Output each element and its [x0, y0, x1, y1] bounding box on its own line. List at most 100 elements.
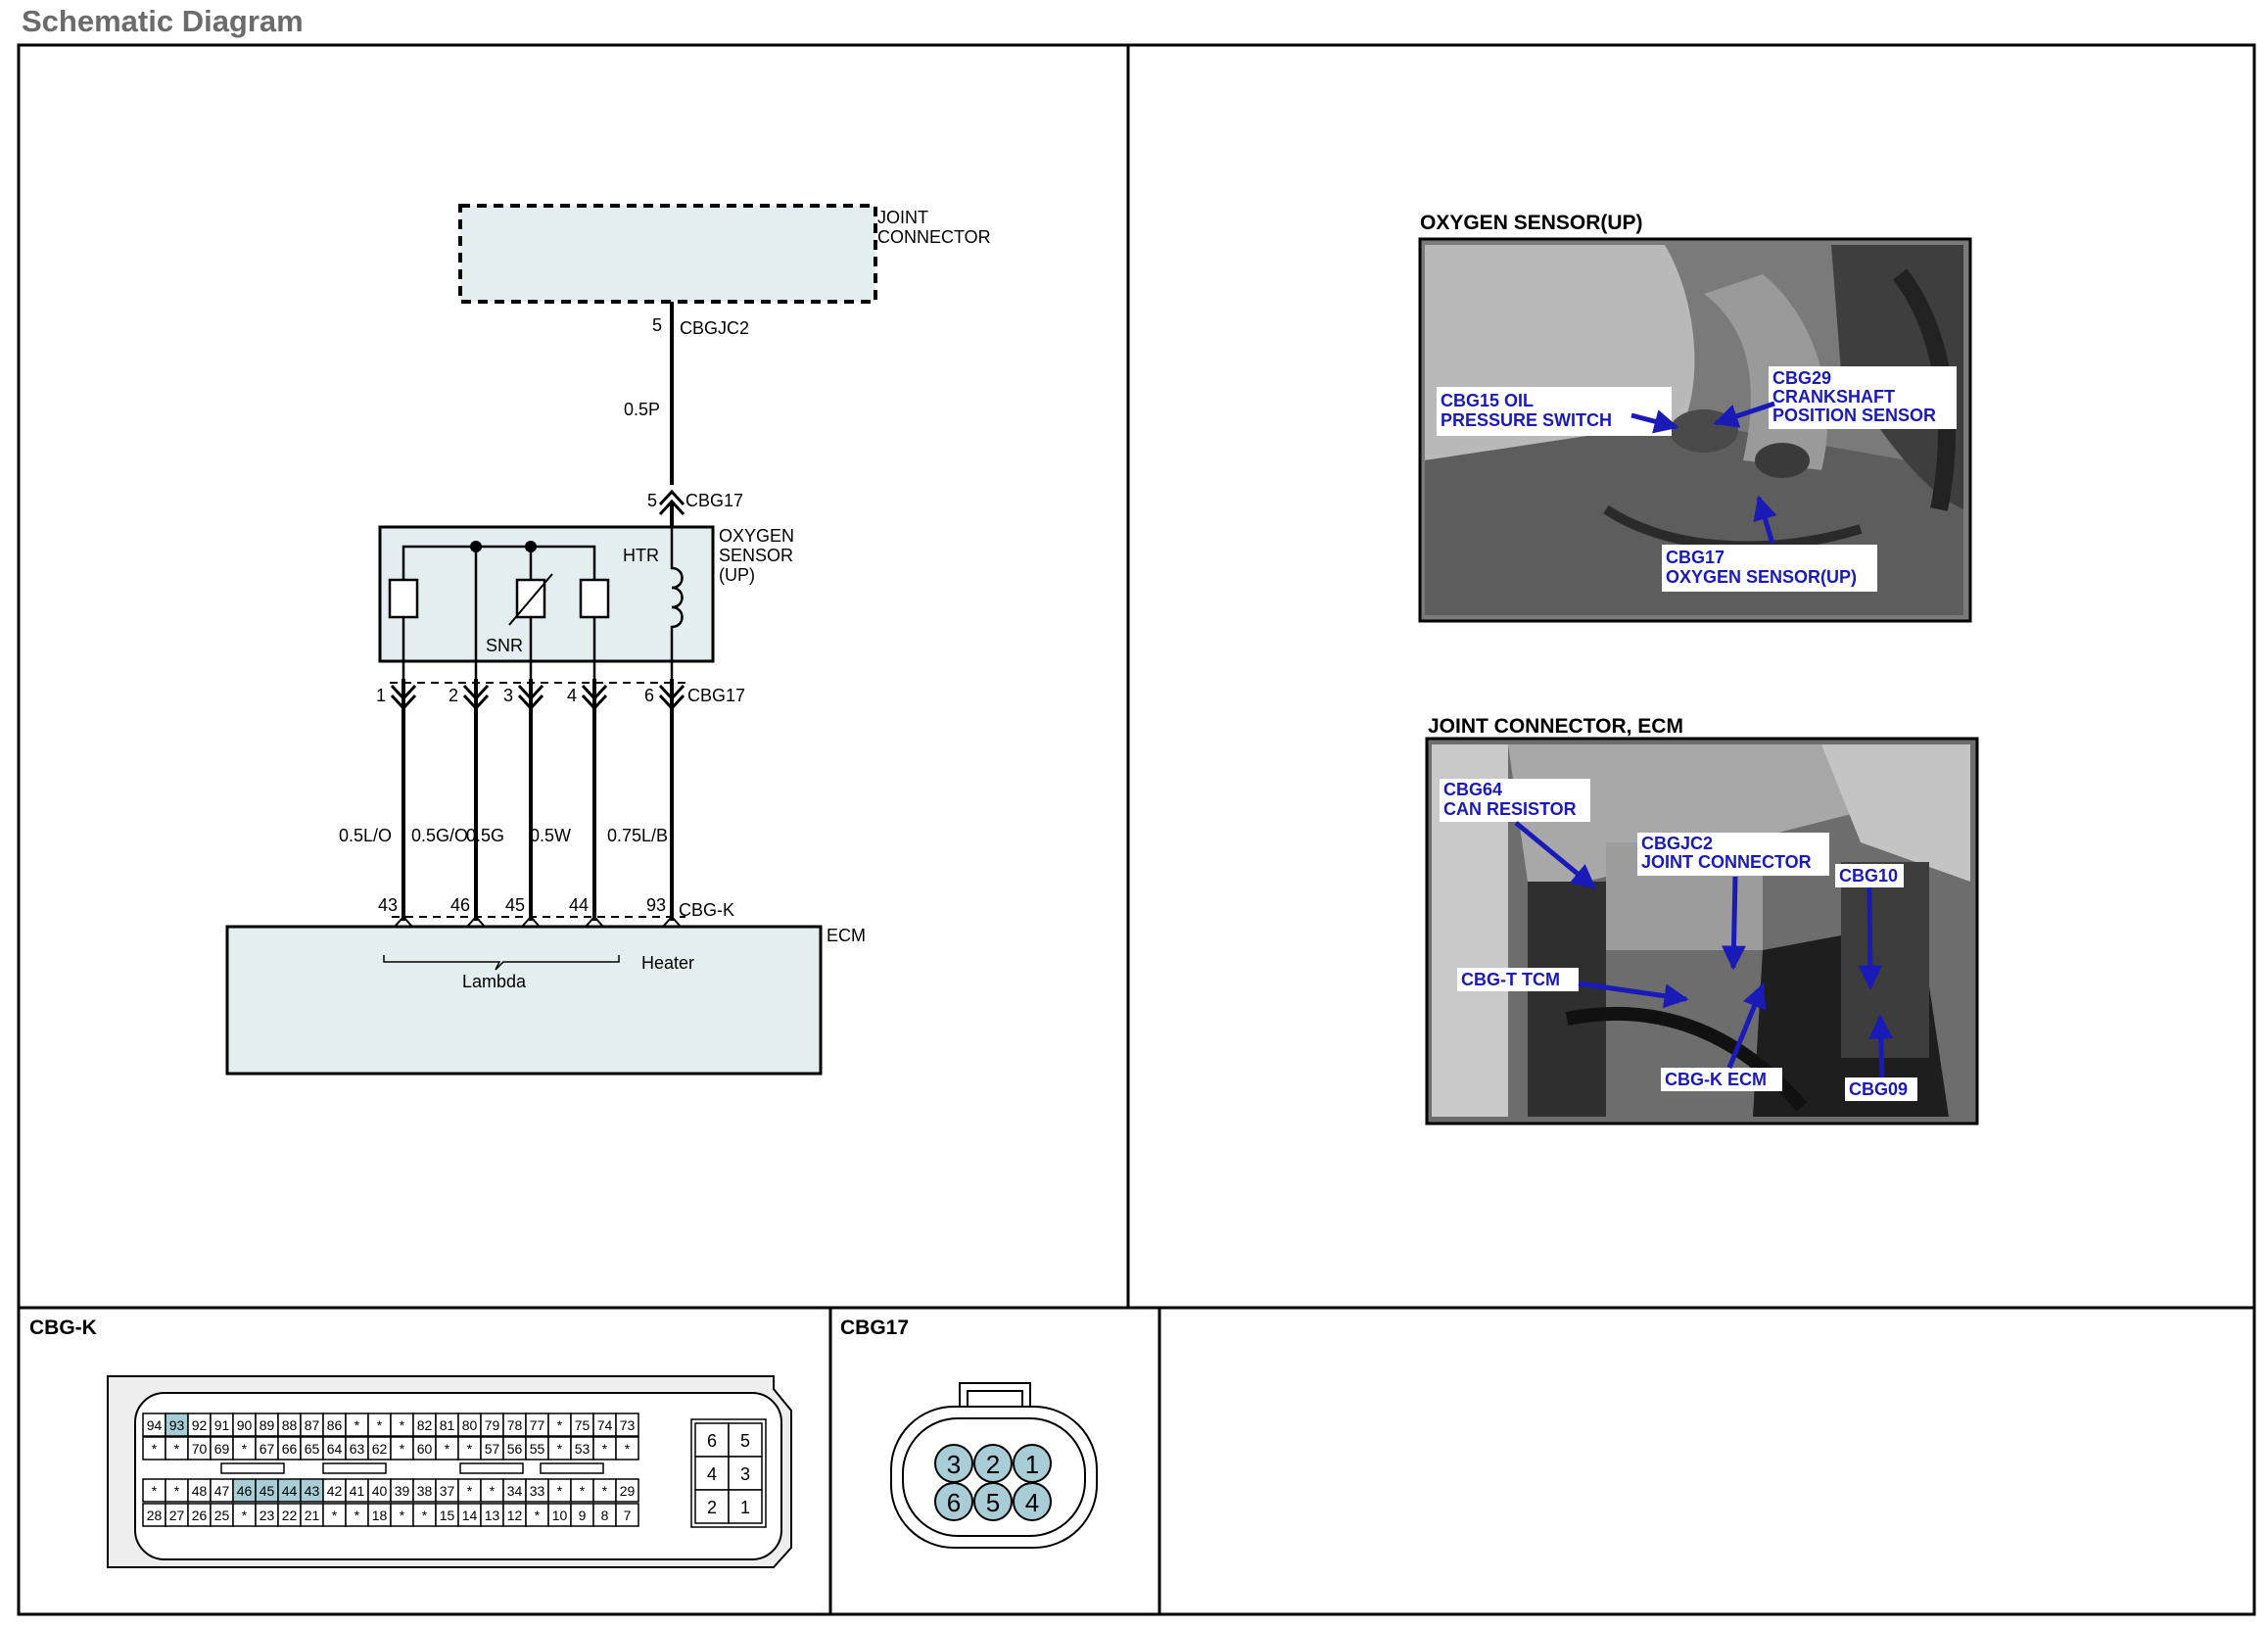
wire-vg: 40.5W44VG [530, 679, 608, 953]
wire-ecm-pin: 93 [646, 895, 666, 915]
cbgk-pin: 93 [165, 1413, 189, 1437]
cbgk-side-pin-cell [694, 1489, 730, 1524]
cbgk-pin-label: 79 [485, 1417, 500, 1433]
cbgk-pin-label: 23 [260, 1508, 275, 1523]
cbgk-pin-label: 34 [507, 1483, 523, 1499]
cbgk-side-pin: 3 [728, 1456, 763, 1491]
cbg17-pin: 5 [973, 1482, 1013, 1521]
cbgk-pin: * [525, 1503, 549, 1527]
wire-connector-mark [658, 694, 685, 711]
cbgk-pin: 82 [412, 1413, 437, 1437]
cbgk-pin-cell [615, 1413, 639, 1437]
cbg17-title: CBG17 [840, 1317, 909, 1339]
cbg17-pin-label: 5 [986, 1488, 1000, 1517]
cbgk-pin: 55 [525, 1436, 549, 1460]
cbgk-pin-label: 41 [350, 1483, 365, 1499]
joint-connector-label: JOINT [877, 208, 928, 227]
cbgk-pin: 53 [570, 1436, 594, 1460]
signal-wires: 10.5L/O43VN20.5G/O46VRC30.5G45VIP40.5W44… [339, 679, 700, 953]
cbgk-side-pin: 1 [728, 1489, 763, 1524]
cbgk-pin: 67 [255, 1436, 279, 1460]
cbgk-pin: 38 [412, 1478, 437, 1503]
cbg17-pin-circle [973, 1482, 1013, 1521]
top-wire-spec: 0.5P [624, 400, 660, 419]
oxygen-sensor-label-3: (UP) [719, 565, 755, 585]
cbgk-pin-label: 21 [305, 1508, 320, 1523]
wire-ecm-pin: 46 [450, 895, 470, 915]
callout-cbgjc2-2: JOINT CONNECTOR [1641, 852, 1812, 872]
cbgk-pin: 43 [300, 1478, 324, 1503]
cbgk-pin: * [592, 1478, 617, 1503]
sensor-top-connector: CBG17 [685, 491, 743, 510]
cbgk-pin: 21 [300, 1503, 324, 1527]
cbgk-pin-label: * [354, 1508, 360, 1523]
cbgk-pin-label: 29 [620, 1483, 636, 1499]
cbgk-pin-label: 43 [305, 1483, 320, 1499]
cbgk-pin-label: 92 [192, 1417, 208, 1433]
wire-sensor-pin: 6 [644, 686, 654, 705]
cbgk-pin-label: * [400, 1508, 405, 1523]
callout-cbgt: CBG-T TCM [1461, 970, 1560, 989]
joint-connector-label-2: CONNECTOR [877, 227, 991, 247]
wire-connector-mark [517, 694, 544, 711]
cbgk-pin-label: 9 [579, 1508, 587, 1523]
wire-connector-mark [390, 684, 417, 701]
cbgk-pin: 28 [142, 1503, 166, 1527]
cbg17-pin-label: 2 [986, 1450, 1000, 1479]
cbgk-pin-label: * [332, 1508, 338, 1523]
callout-cbg10: CBG10 [1839, 866, 1898, 886]
cbgk-pin: 12 [502, 1503, 527, 1527]
wire-ecm-pin: 43 [378, 895, 398, 915]
cbgk-pin-label: 37 [440, 1483, 455, 1499]
cbgk-pin-label: 66 [282, 1441, 298, 1457]
cbgk-pin-label: 55 [530, 1441, 545, 1457]
cbgk-pin-label: 69 [214, 1441, 230, 1457]
wire-sensor-pin: 1 [376, 686, 386, 705]
cbgk-pin: 18 [367, 1503, 392, 1527]
cbgk-pin: 64 [322, 1436, 347, 1460]
cbgk-pin: 92 [187, 1413, 212, 1437]
sensor-heater-label-2: Heater [641, 953, 694, 973]
callout-cbg29: CBG29 [1772, 368, 1831, 388]
cbgk-pin-label: 27 [169, 1508, 185, 1523]
cbgk-pin-label: * [445, 1441, 450, 1457]
cbgk-pin-label: 46 [237, 1483, 253, 1499]
cbgk-pin-label: 40 [372, 1483, 388, 1499]
cbgk-pin: 15 [435, 1503, 459, 1527]
cbgk-pin: 44 [277, 1478, 302, 1503]
cbgk-key-slot [220, 1462, 285, 1474]
wire-ecm-pin: 45 [505, 895, 525, 915]
cbgk-side-pin-cell [728, 1489, 763, 1524]
wire-vip: 30.5G45VIP [466, 679, 545, 953]
cbgk-pin-label: 53 [575, 1441, 591, 1457]
cbgk-pin-label: * [354, 1417, 360, 1433]
cbgk-pin: 63 [345, 1436, 369, 1460]
cbgk-pin: * [592, 1436, 617, 1460]
joint-photo-title: JOINT CONNECTOR, ECM [1428, 715, 1683, 738]
cbg17-pin: 3 [934, 1444, 973, 1483]
oxygen-sensor-photo: CBG15 OIL PRESSURE SWITCH CBG29 CRANKSHA… [1418, 237, 1972, 623]
cbgk-pin-label: 18 [372, 1508, 388, 1523]
cbgk-pin-label: 78 [507, 1417, 523, 1433]
cbgk-pin: * [570, 1478, 594, 1503]
cbgk-pin-label: 47 [214, 1483, 230, 1499]
cbgk-pin: * [412, 1503, 437, 1527]
cbgk-pin-label: 67 [260, 1441, 275, 1457]
cbgk-pin-label: 44 [282, 1483, 298, 1499]
sensor-bottom-connector: CBG17 [687, 686, 745, 705]
cbgk-pin: 87 [300, 1413, 324, 1437]
cbgk-pin: 26 [187, 1503, 212, 1527]
top-wire: 0.5P 5 CBG17 [624, 302, 743, 527]
cbgk-pin: 40 [367, 1478, 392, 1503]
cbgk-pin-label: * [580, 1483, 586, 1499]
cbgk-pin-label: 73 [620, 1417, 636, 1433]
cbgk-pin: * [615, 1436, 639, 1460]
joint-connector-pin: 5 [652, 315, 662, 335]
wire-spec: 0.5L/O [339, 826, 392, 845]
cbgk-pin: 75 [570, 1413, 594, 1437]
cbgk-pin: 37 [435, 1478, 459, 1503]
cbgk-pin-label: 88 [282, 1417, 298, 1433]
lambda-label: Lambda [462, 972, 527, 991]
cbgk-pin: 79 [480, 1413, 504, 1437]
cbgk-pin: 23 [255, 1503, 279, 1527]
